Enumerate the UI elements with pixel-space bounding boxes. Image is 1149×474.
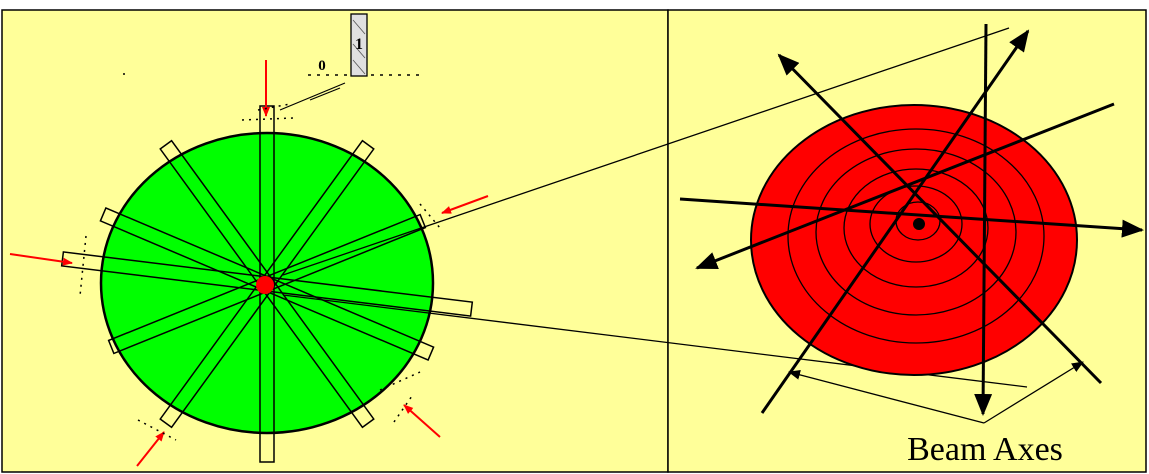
beam-arrow [441, 195, 489, 214]
target-rings [787, 128, 1045, 344]
gauge-slash [309, 87, 341, 101]
gauge-label-one: 1 [355, 36, 363, 53]
target-ring [815, 148, 1017, 316]
target-ring [843, 168, 989, 288]
beam-arrows [9, 60, 489, 467]
zoom-line-upper [282, 27, 1010, 276]
beam-arrow [403, 404, 441, 438]
gauge-label-zero: 0 [318, 58, 326, 74]
target-ring [869, 185, 963, 263]
gauge: 1 0 [279, 13, 425, 111]
beam-arrow [136, 431, 165, 467]
target-ring [787, 128, 1045, 344]
target-center-dot [913, 218, 925, 230]
right-panel: Beam Axes [679, 23, 1144, 468]
beam-axes-caption: Beam Axes [907, 431, 1063, 468]
dotted-marks [79, 103, 441, 441]
gauge-bar [350, 13, 368, 77]
beam-axis [679, 197, 1144, 238]
gauge-slash [279, 82, 346, 111]
beam-axis [695, 102, 1115, 270]
left-panel: 1 0 [9, 13, 1028, 467]
stray-dot [123, 73, 125, 75]
beam-axis [760, 29, 1030, 414]
beam-axis [777, 53, 1103, 385]
beam-arrow [9, 253, 73, 266]
spread-indicator [788, 361, 1084, 424]
beam-axes [679, 23, 1144, 416]
target-dot [256, 276, 274, 294]
